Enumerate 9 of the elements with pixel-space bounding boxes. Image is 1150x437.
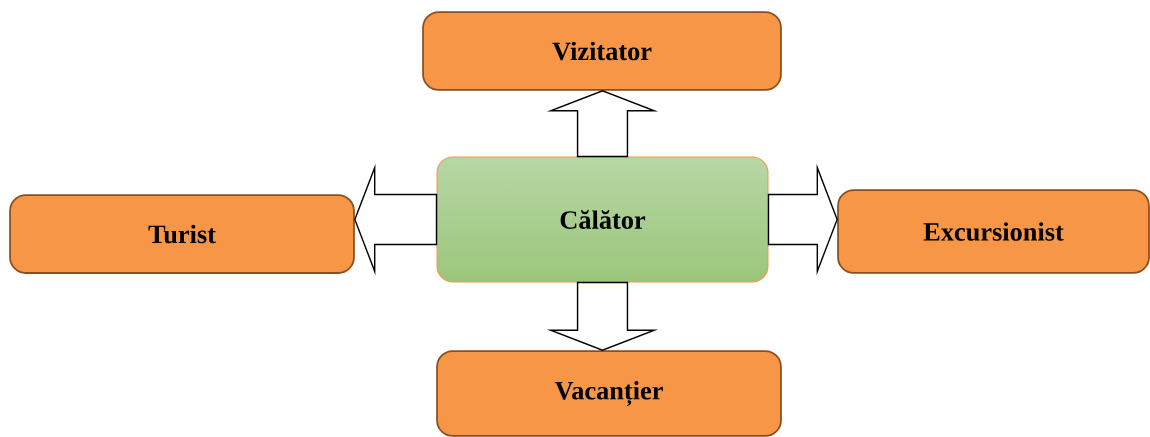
block-arrow — [767, 163, 838, 276]
category-box: Vacanțier — [436, 350, 782, 437]
category-box: Turist — [9, 194, 355, 274]
category-box: Excursionist — [837, 189, 1150, 274]
central-box: Călător — [436, 156, 769, 283]
block-arrow — [354, 163, 438, 276]
block-arrow — [546, 90, 659, 158]
block-arrow — [546, 281, 659, 351]
category-box: Vizitator — [422, 11, 782, 91]
